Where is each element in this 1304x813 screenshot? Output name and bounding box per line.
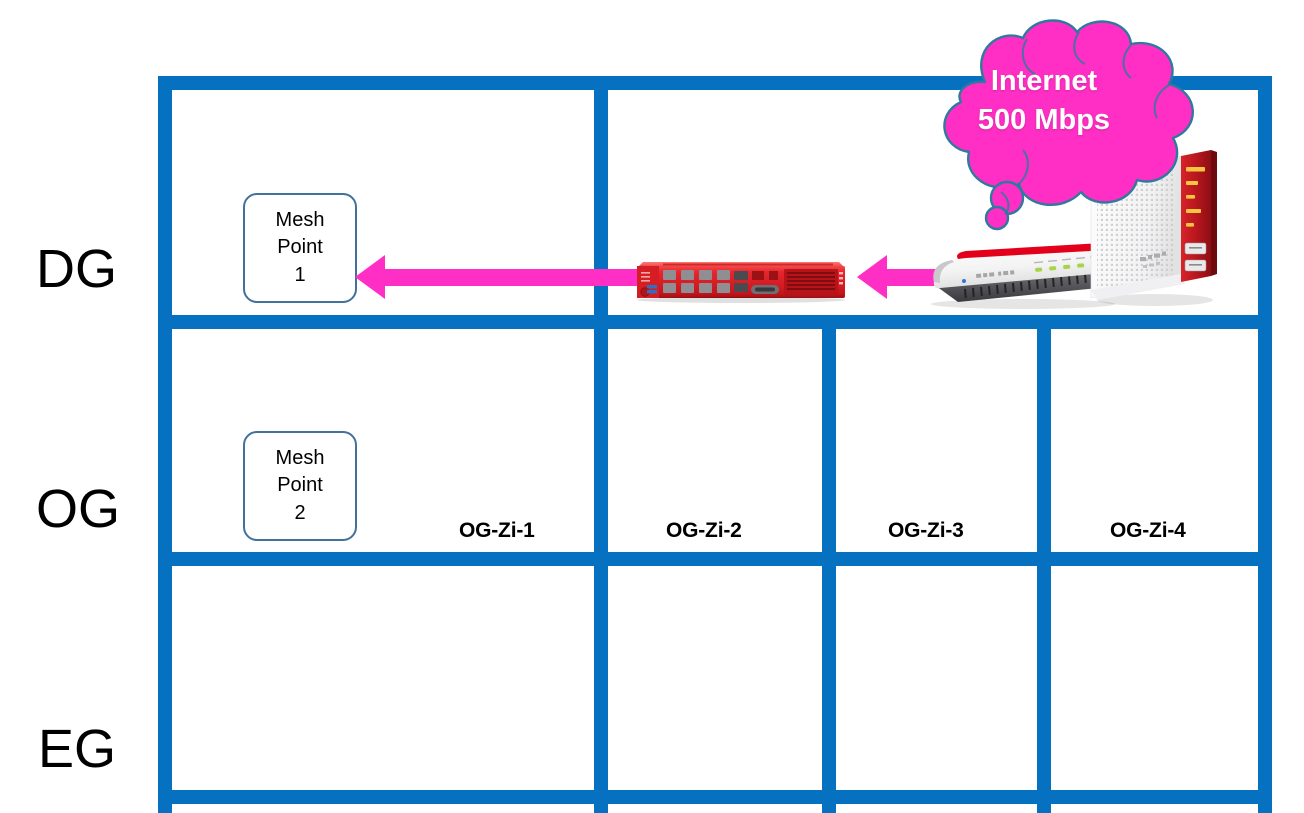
mesh-point-1-line1: Mesh <box>275 208 325 231</box>
grid-divider-eg-3 <box>1037 552 1051 790</box>
fritzbox-router-image <box>918 238 1123 310</box>
grid-divider-eg-1 <box>594 552 608 790</box>
grid-line-eg-bottom <box>158 790 1272 804</box>
grid-line-dg-og <box>158 315 1272 329</box>
arrow-shaft <box>383 269 637 286</box>
grid-divider-base-1 <box>594 790 608 813</box>
room-label-og-zi-4: OG-Zi-4 <box>1110 519 1186 542</box>
mesh-point-1-box[interactable]: Mesh Point 1 <box>243 193 357 303</box>
floor-label-og: OG <box>36 479 121 539</box>
room-label-og-zi-2: OG-Zi-2 <box>666 519 742 542</box>
grid-line-left-wall <box>158 76 172 813</box>
grid-divider-dg-1 <box>594 76 608 315</box>
arrow-router-to-firewall-icon <box>857 255 943 299</box>
mesh-point-2-line2: Point <box>277 474 323 497</box>
grid-line-right-wall <box>1258 76 1272 813</box>
mesh-point-2-box[interactable]: Mesh Point 2 <box>243 431 357 541</box>
mesh-point-2-line3: 2 <box>294 501 306 524</box>
grid-divider-og-2 <box>822 315 836 552</box>
mesh-point-2-line1: Mesh <box>275 446 325 469</box>
grid-divider-base-3 <box>1037 790 1051 813</box>
firewall-appliance-image <box>629 252 853 304</box>
grid-divider-og-1 <box>594 315 608 552</box>
arrow-head-left-icon <box>355 255 385 299</box>
arrow-shaft <box>885 269 943 286</box>
room-label-og-zi-3: OG-Zi-3 <box>888 519 964 542</box>
floor-label-eg: EG <box>38 719 117 779</box>
floor-label-dg: DG <box>36 239 117 299</box>
internet-cloud: Internet 500 Mbps <box>915 12 1215 252</box>
grid-divider-eg-2 <box>822 552 836 790</box>
room-label-og-zi-1: OG-Zi-1 <box>459 519 535 542</box>
arrow-firewall-to-mesh-point-1-icon <box>355 255 637 299</box>
arrow-head-left-icon <box>857 255 887 299</box>
mesh-point-1-line3: 1 <box>294 263 306 286</box>
grid-divider-base-2 <box>822 790 836 813</box>
grid-divider-og-3 <box>1037 315 1051 552</box>
mesh-point-1-line2: Point <box>277 236 323 259</box>
credit-area: Dr. Harald Karcher, 04-2019 <box>1232 368 1258 548</box>
grid-line-og-eg <box>158 552 1272 566</box>
